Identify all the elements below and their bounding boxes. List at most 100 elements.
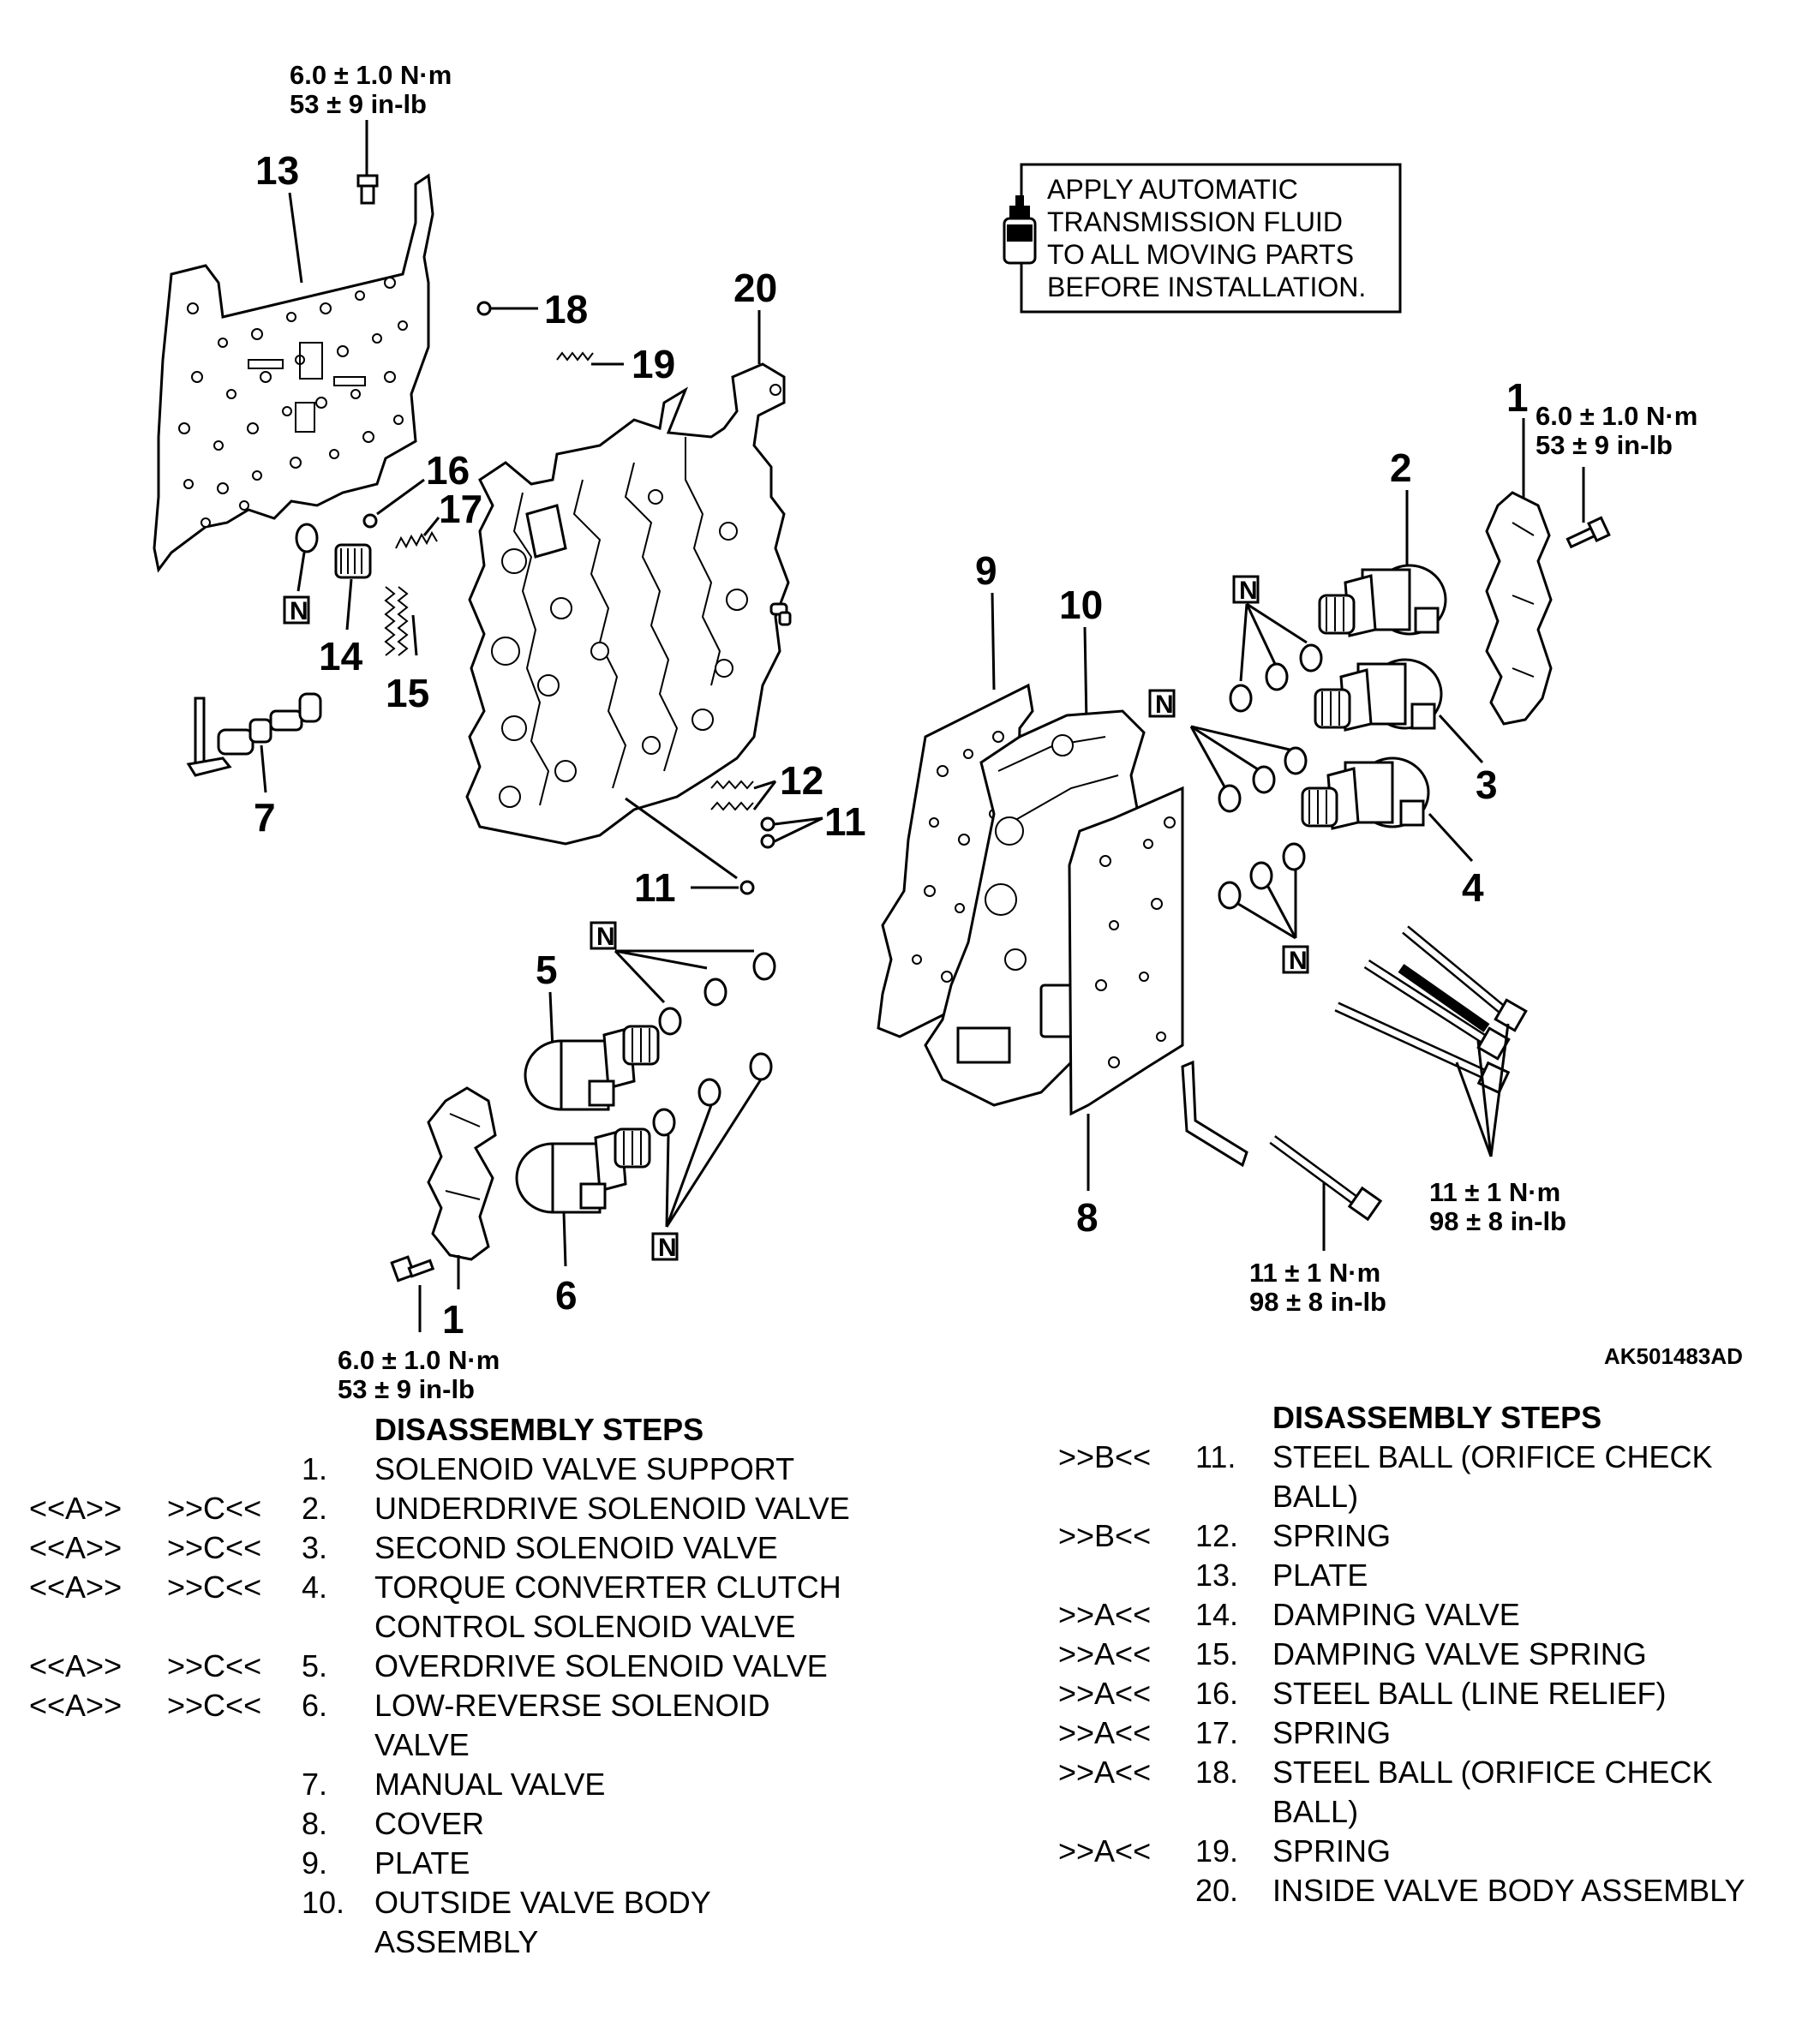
step-number: 6.: [302, 1688, 328, 1723]
step-number: 2.: [302, 1491, 328, 1526]
callout-13: 13: [255, 148, 299, 193]
step-text: DAMPING VALVE SPRING: [1272, 1636, 1647, 1671]
step-marker-c: >>C<<: [167, 1648, 262, 1683]
step-text: SECOND SOLENOID VALVE: [374, 1530, 778, 1565]
step-text: SPRING: [1272, 1833, 1392, 1869]
steel-ball-11c: [739, 880, 755, 895]
long-bolts-group: [1334, 925, 1528, 1095]
step-row-left: 8.COVER: [0, 1804, 908, 1844]
step-row-right: >>B<<11.STEEL BALL (ORIFICE CHECK: [908, 1438, 1817, 1477]
step-row-right: >>A<<17.SPRING: [908, 1713, 1817, 1753]
callout-7: 7: [254, 795, 276, 840]
svg-text:TO ALL MOVING PARTS: TO ALL MOVING PARTS: [1047, 239, 1354, 270]
step-text: PLATE: [374, 1845, 470, 1881]
step-text: MANUAL VALVE: [374, 1767, 606, 1802]
step-text: ASSEMBLY: [374, 1924, 539, 1959]
inside-valve-body-20: [465, 362, 792, 846]
bolt-small-top: [356, 174, 379, 205]
torque-bottom-inlb: 53 ± 9 in-lb: [338, 1374, 475, 1404]
step-marker: >>B<<: [1058, 1518, 1152, 1553]
steps-right-heading: DISASSEMBLY STEPS: [1272, 1400, 1602, 1435]
step-text: TORQUE CONVERTER CLUTCH: [374, 1570, 841, 1605]
spring-19: [556, 351, 594, 362]
step-marker-c: >>C<<: [167, 1570, 262, 1605]
callout-14: 14: [319, 634, 363, 679]
step-row-left: 1.SOLENOID VALVE SUPPORT: [0, 1450, 908, 1489]
step-row-left: <<A>>>>C<<4.TORQUE CONVERTER CLUTCH: [0, 1568, 908, 1607]
step-text: STEEL BALL (LINE RELIEF): [1272, 1676, 1667, 1711]
step-number: 14.: [1195, 1597, 1239, 1632]
callout-12: 12: [780, 758, 823, 803]
step-row-left: CONTROL SOLENOID VALVE: [0, 1607, 908, 1647]
step-row-right: >>A<<18.STEEL BALL (ORIFICE CHECK: [908, 1753, 1817, 1792]
callout-3: 3: [1476, 762, 1498, 807]
fluid-bottle-icon: [1003, 195, 1037, 265]
step-number: 9.: [302, 1845, 328, 1881]
step-text: OVERDRIVE SOLENOID VALVE: [374, 1648, 828, 1683]
callout-6: 6: [555, 1273, 578, 1318]
step-row-right: >>A<<19.SPRING: [908, 1832, 1817, 1871]
low-reverse-solenoid-6: [515, 1127, 651, 1214]
manual-valve-7: [186, 692, 322, 777]
step-row-left: <<A>>>>C<<5.OVERDRIVE SOLENOID VALVE: [0, 1647, 908, 1686]
step-text: BALL): [1272, 1794, 1359, 1829]
torque-right-inlb: 53 ± 9 in-lb: [1536, 430, 1673, 460]
spring-12b: [710, 801, 754, 811]
steps-left-heading: DISASSEMBLY STEPS: [374, 1412, 704, 1447]
callout-11-right: 11: [824, 799, 866, 844]
second-solenoid-3: [1314, 658, 1443, 732]
n-box-solenoid-2: N: [1232, 575, 1260, 605]
steel-ball-16: [362, 513, 378, 529]
step-text: STEEL BALL (ORIFICE CHECK: [1272, 1755, 1713, 1790]
svg-text:N: N: [1289, 947, 1308, 975]
damping-valve-14: [334, 543, 372, 579]
bolt-small-right: [1566, 516, 1611, 549]
steel-ball-18: [476, 301, 492, 316]
torque-bottom-bolt-inlb: 98 ± 8 in-lb: [1249, 1287, 1386, 1317]
svg-text:N: N: [1239, 577, 1258, 605]
svg-text:N: N: [596, 923, 615, 951]
step-row-right: BALL): [908, 1792, 1817, 1832]
step-marker: >>A<<: [1058, 1715, 1152, 1750]
step-row-left: 10.OUTSIDE VALVE BODY: [0, 1883, 908, 1922]
l-bracket: [1181, 1060, 1248, 1168]
step-marker: >>A<<: [1058, 1676, 1152, 1711]
callout-5: 5: [536, 948, 558, 992]
step-number: 1.: [302, 1451, 328, 1486]
callout-11-lower: 11: [634, 865, 676, 910]
svg-text:BEFORE INSTALLATION.: BEFORE INSTALLATION.: [1047, 272, 1366, 302]
step-row-left: VALVE: [0, 1725, 908, 1765]
n-box-solenoid-4: N: [1282, 945, 1309, 975]
step-number: 12.: [1195, 1518, 1239, 1553]
cover-8: [1068, 786, 1184, 1116]
long-bolt-bottom: [1269, 1135, 1383, 1222]
torque-bottom-nm: 6.0 ± 1.0 N·m: [338, 1345, 500, 1375]
step-number: 20.: [1195, 1873, 1239, 1908]
callout-18: 18: [544, 287, 588, 332]
callout-1-lower: 1: [442, 1297, 464, 1342]
torque-top-inlb: 53 ± 9 in-lb: [290, 89, 427, 119]
step-marker-c: >>C<<: [167, 1688, 262, 1723]
exploded-view-diagram: 6.0 ± 1.0 N·m 53 ± 9 in-lb 13 N: [153, 60, 1743, 1404]
step-row-right: >>B<<12.SPRING: [908, 1516, 1817, 1556]
callout-19: 19: [632, 342, 675, 386]
step-marker: >>A<<: [1058, 1636, 1152, 1671]
callout-2: 2: [1390, 445, 1412, 490]
step-marker-a: <<A>>: [29, 1491, 123, 1526]
step-text: VALVE: [374, 1727, 470, 1762]
spring-17: [395, 530, 438, 549]
step-text: PLATE: [1272, 1558, 1368, 1593]
step-number: 3.: [302, 1530, 328, 1565]
step-row-right: >>A<<16.STEEL BALL (LINE RELIEF): [908, 1674, 1817, 1713]
step-number: 13.: [1195, 1558, 1239, 1593]
step-row-right: 20.INSIDE VALVE BODY ASSEMBLY: [908, 1871, 1817, 1910]
svg-text:N: N: [290, 597, 308, 625]
step-text: SPRING: [1272, 1715, 1392, 1750]
n-box-solenoid-6: N: [651, 1232, 679, 1262]
fluid-note-box: APPLY AUTOMATIC TRANSMISSION FLUID TO AL…: [1003, 163, 1402, 314]
svg-text:N: N: [1155, 691, 1174, 719]
step-number: 10.: [302, 1885, 345, 1920]
step-text: COVER: [374, 1806, 485, 1841]
callout-17: 17: [439, 487, 482, 531]
callout-16: 16: [426, 448, 470, 493]
